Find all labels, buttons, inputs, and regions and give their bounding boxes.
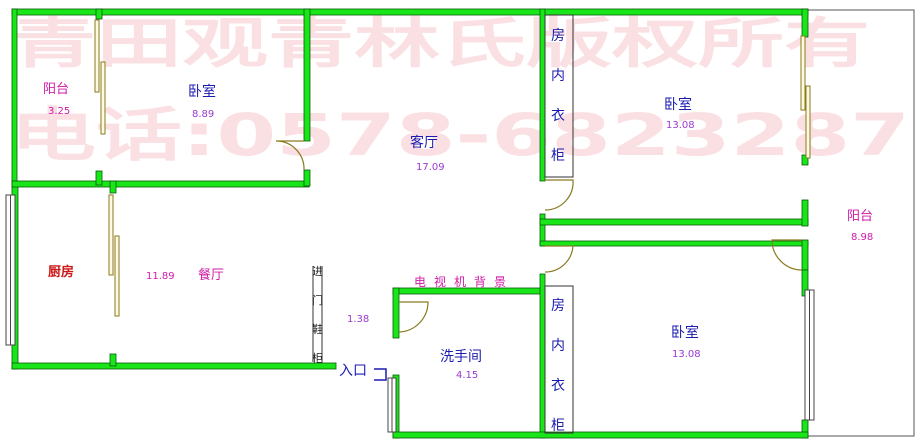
bedroom-top-name: 卧室 <box>188 83 216 100</box>
closet-bottom-char: 房 <box>551 298 565 314</box>
closet-top-char: 衣 <box>551 108 565 124</box>
closet-top-char: 房 <box>551 28 565 44</box>
entrance-marker <box>374 368 387 381</box>
closet-bottom-char: 柜 <box>551 418 565 434</box>
shoe-cabinet-char: 进 <box>312 265 323 278</box>
closet-top-char: 内 <box>551 68 565 84</box>
bedroom-bottom-area: 13.08 <box>672 349 701 360</box>
shoe-cabinet-char: 柜 <box>312 352 323 365</box>
watermark-line1: 青田观青林氏版权所有 <box>10 12 870 75</box>
entrance-label: 入口 <box>339 363 367 379</box>
balcony-right-outline <box>808 9 915 437</box>
balcony-left-name: 阳台 <box>43 82 69 97</box>
closet-bottom-char: 内 <box>551 338 565 354</box>
closet-top-box <box>544 14 574 178</box>
shoe-cabinet-char: 门 <box>312 293 323 307</box>
windows <box>5 194 815 433</box>
living-area: 17.09 <box>416 162 445 173</box>
balcony-left-area: 3.25 <box>48 106 70 117</box>
dining-name: 餐厅 <box>198 267 224 283</box>
closet-top-label: 房 内 衣 柜 <box>551 28 565 164</box>
entry-area: 1.38 <box>347 314 369 325</box>
bedroom-right-name: 卧室 <box>664 96 692 113</box>
watermark-line2: 电话:0578-6823287 <box>10 101 910 169</box>
balcony-right-name: 阳台 <box>847 209 873 224</box>
closet-top-char: 柜 <box>551 148 565 164</box>
bedroom-top-area: 8.89 <box>192 109 214 120</box>
swing-doors <box>275 140 803 333</box>
shoe-cabinet-label: 进 门 鞋 柜 <box>312 265 323 365</box>
sliding-doors <box>94 19 811 317</box>
bathroom-name: 洗手间 <box>440 349 482 365</box>
closet-bottom-label: 房 内 衣 柜 <box>551 298 565 434</box>
watermark: 青田观青林氏版权所有 电话:0578-6823287 <box>10 12 910 169</box>
balcony-right-area: 8.98 <box>851 232 873 243</box>
living-name: 客厅 <box>410 134 438 151</box>
dining-area: 11.89 <box>146 271 175 282</box>
bedroom-bottom-name: 卧室 <box>671 324 699 341</box>
bathroom-area: 4.15 <box>456 370 478 381</box>
kitchen-name: 厨房 <box>48 264 74 280</box>
bedroom-right-area: 13.08 <box>666 120 695 131</box>
closet-bottom-char: 衣 <box>551 378 565 394</box>
shoe-cabinet-char: 鞋 <box>312 322 323 336</box>
closet-bottom-box <box>544 285 574 434</box>
shoe-cabinet-frame <box>312 266 323 362</box>
tv-wall-label: 电视机背景 <box>414 274 506 289</box>
